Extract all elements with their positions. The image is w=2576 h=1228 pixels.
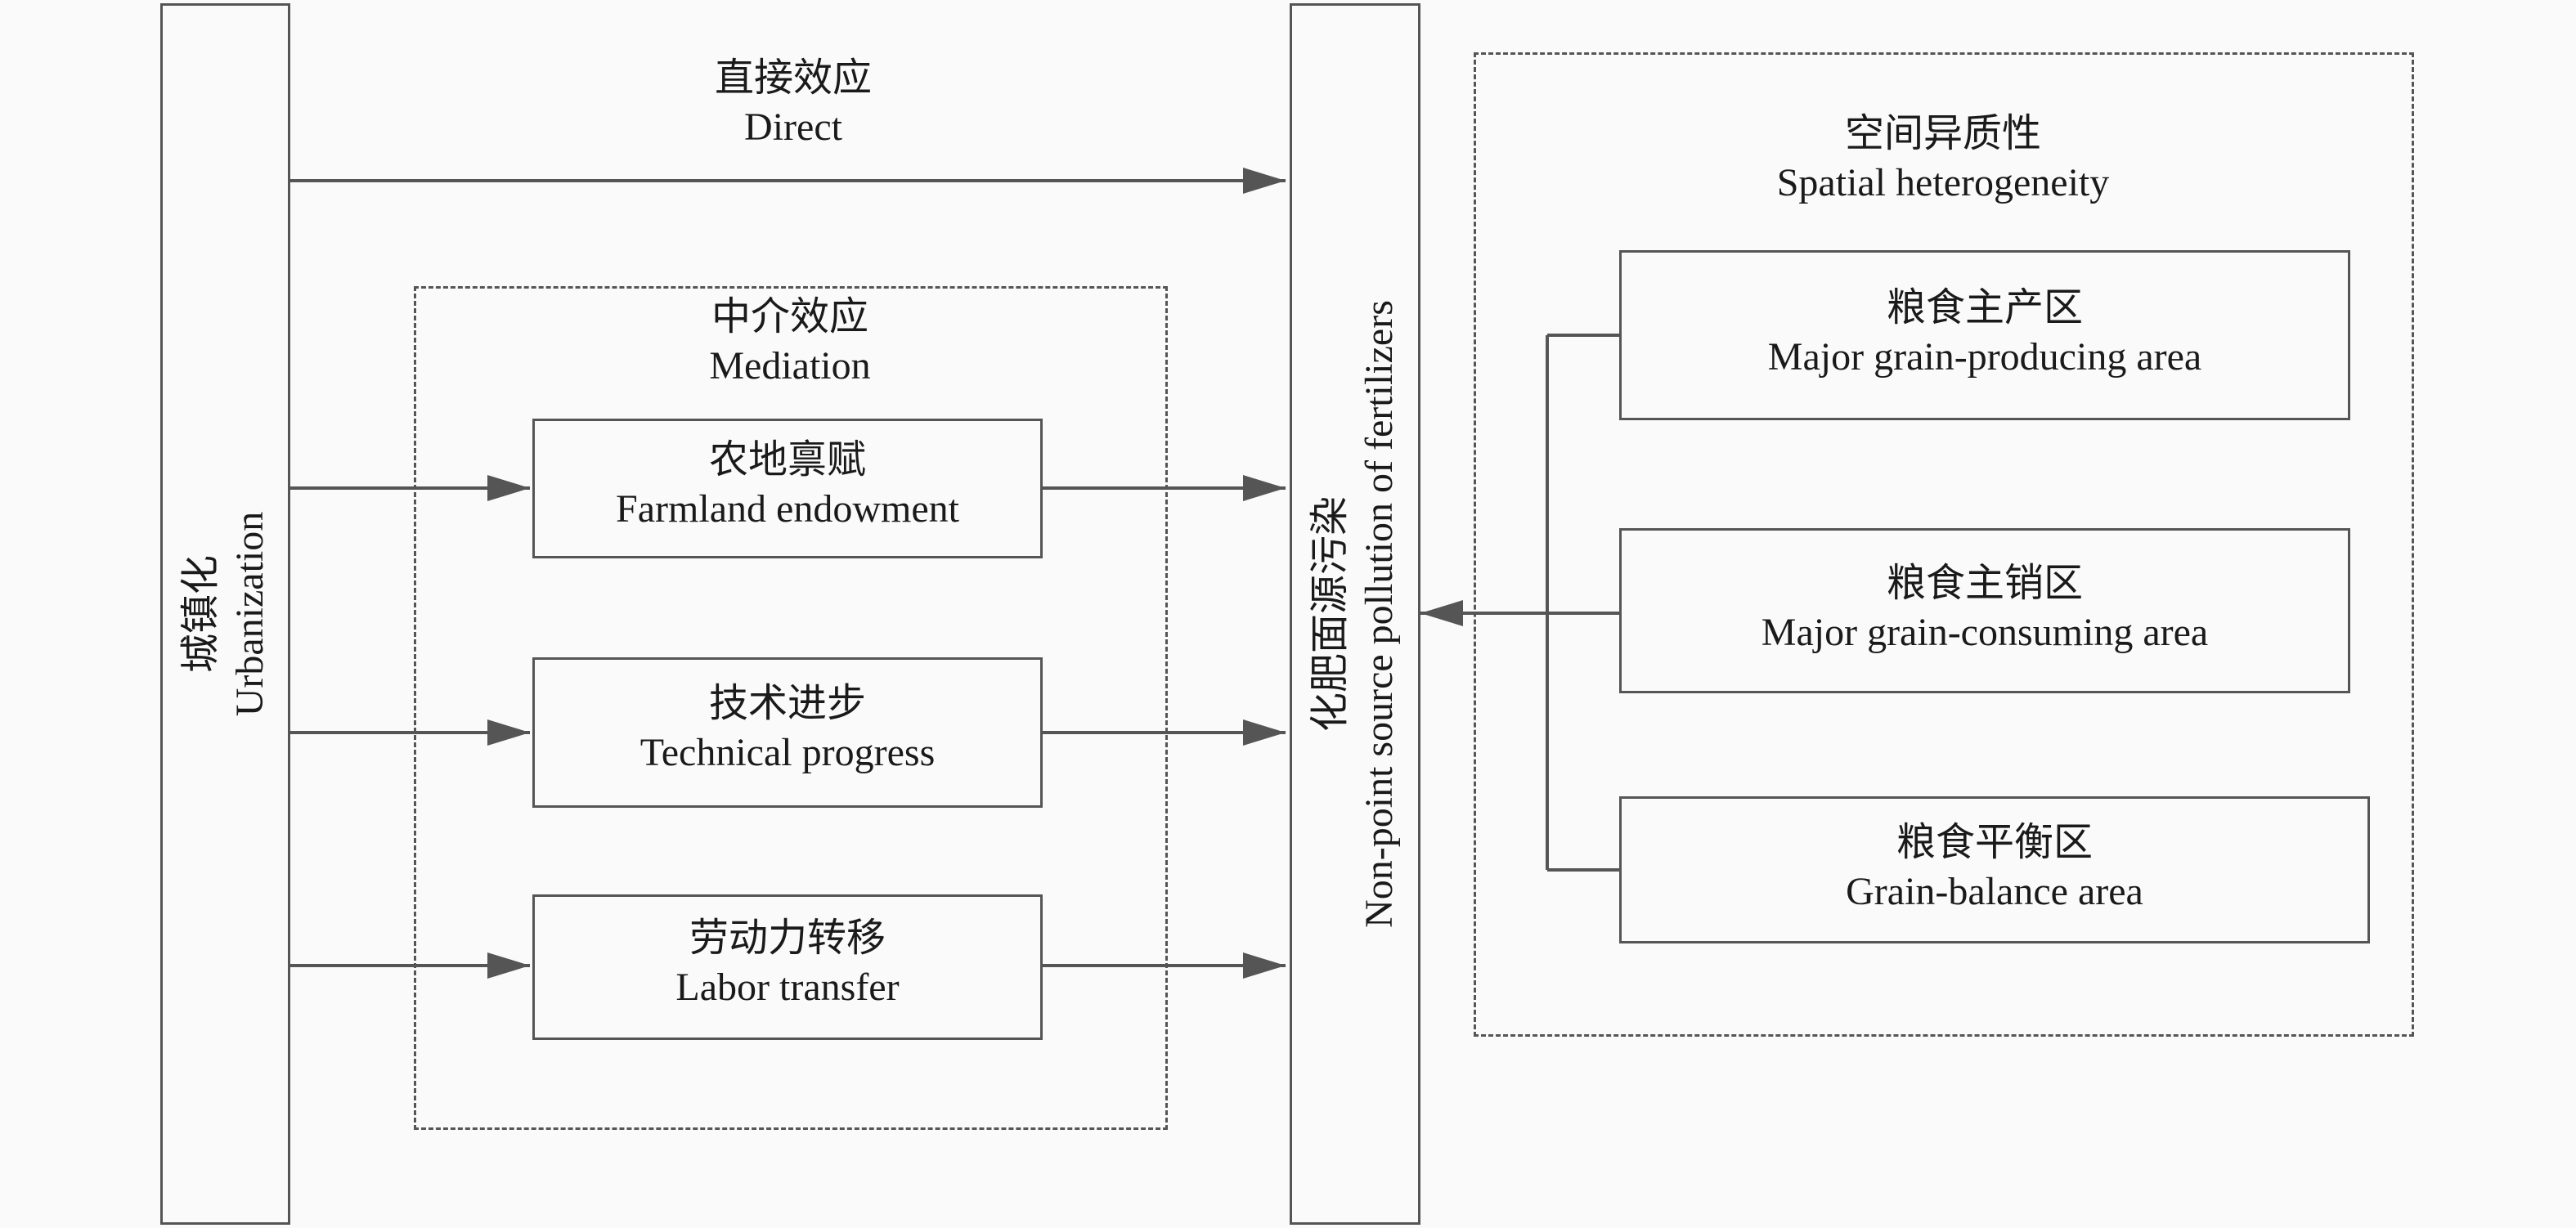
- region-balance-en: Grain-balance area: [1846, 870, 2143, 913]
- heterogeneity-label: 空间异质性 Spatial heterogeneity: [1698, 110, 2188, 208]
- region-balance-label: 粮食平衡区 Grain-balance area: [1622, 818, 2367, 917]
- mediation-label: 中介效应 Mediation: [586, 293, 994, 391]
- mediator-technical-box: 技术进步 Technical progress: [532, 657, 1043, 808]
- mediation-zh: 中介效应: [711, 295, 868, 338]
- region-consuming-label: 粮食主销区 Major grain-consuming area: [1622, 559, 2348, 657]
- region-producing-en: Major grain-producing area: [1767, 335, 2202, 379]
- region-consuming-en: Major grain-consuming area: [1761, 611, 2209, 654]
- region-consuming-zh: 粮食主销区: [1886, 562, 2083, 605]
- mediation-en: Mediation: [709, 344, 871, 388]
- pollution-box: 化肥面源污染 Non-point source pollution of fer…: [1290, 3, 1420, 1225]
- region-producing-zh: 粮食主产区: [1886, 286, 2083, 329]
- mediator-labor-label: 劳动力转移 Labor transfer: [535, 914, 1040, 1012]
- mediator-technical-zh: 技术进步: [708, 682, 866, 725]
- urbanization-en: Urbanization: [227, 511, 272, 717]
- urbanization-label: 城镇化 Urbanization: [177, 512, 275, 717]
- region-balance-zh: 粮食平衡区: [1896, 821, 2093, 864]
- mediator-farmland-box: 农地禀赋 Farmland endowment: [532, 419, 1043, 558]
- pollution-en: Non-point source pollution of fertilizer…: [1358, 300, 1401, 928]
- region-producing-box: 粮食主产区 Major grain-producing area: [1619, 250, 2350, 420]
- mediator-technical-en: Technical progress: [640, 731, 936, 774]
- mediator-labor-box: 劳动力转移 Labor transfer: [532, 894, 1043, 1040]
- region-balance-box: 粮食平衡区 Grain-balance area: [1619, 796, 2370, 943]
- mediation-group: [414, 286, 1168, 1130]
- mediator-farmland-en: Farmland endowment: [616, 487, 959, 531]
- heterogeneity-zh: 空间异质性: [1844, 112, 2041, 155]
- direct-zh: 直接效应: [714, 56, 872, 100]
- mediator-farmland-zh: 农地禀赋: [708, 438, 866, 482]
- urbanization-zh: 城镇化: [178, 554, 222, 674]
- region-producing-label: 粮食主产区 Major grain-producing area: [1622, 284, 2348, 382]
- direct-en: Direct: [744, 105, 842, 149]
- pollution-zh: 化肥面源污染: [1308, 496, 1352, 733]
- mediator-farmland-label: 农地禀赋 Farmland endowment: [535, 436, 1040, 534]
- heterogeneity-group: [1474, 52, 2414, 1037]
- pollution-label: 化肥面源污染 Non-point source pollution of fer…: [1306, 300, 1404, 928]
- direct-label: 直接效应 Direct: [589, 54, 998, 152]
- heterogeneity-en: Spatial heterogeneity: [1776, 161, 2110, 204]
- urbanization-box: 城镇化 Urbanization: [160, 3, 290, 1225]
- mediator-labor-en: Labor transfer: [675, 966, 900, 1009]
- mediator-labor-zh: 劳动力转移: [689, 917, 886, 960]
- mediator-technical-label: 技术进步 Technical progress: [535, 679, 1040, 778]
- region-consuming-box: 粮食主销区 Major grain-consuming area: [1619, 528, 2350, 693]
